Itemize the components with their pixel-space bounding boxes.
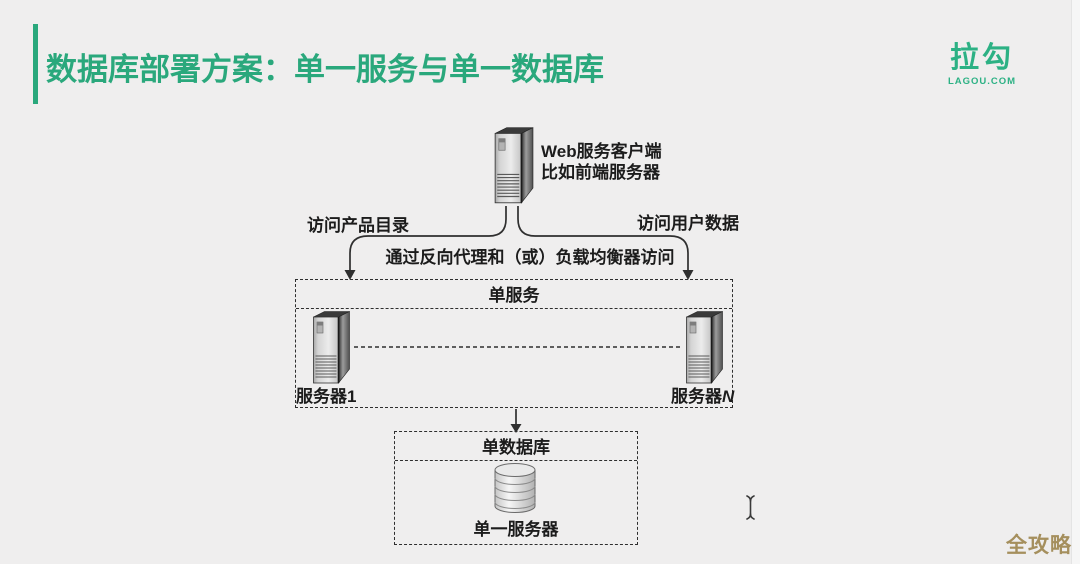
edge-label-product-catalog: 访问产品目录 xyxy=(307,216,409,235)
single-service-box-title: 单服务 xyxy=(296,280,732,309)
server-1-label: 服务器1 xyxy=(296,382,356,407)
server-1-label-prefix: 服务器 xyxy=(296,387,347,406)
single-database-box-title: 单数据库 xyxy=(395,432,637,461)
server-n-label-prefix: 服务器 xyxy=(671,387,722,406)
database-server-label: 单一服务器 xyxy=(473,520,559,539)
lagou-logo: 拉勾 LAGOU.COM xyxy=(941,42,1023,87)
web-client-label-line1: Web服务客户端 xyxy=(541,142,662,161)
single-service-box: 单服务 xyxy=(295,279,733,408)
web-client-label-line2: 比如前端服务器 xyxy=(541,163,660,182)
watermark: 全攻略 xyxy=(1006,534,1072,557)
server-1-label-suffix: 1 xyxy=(347,387,357,406)
logo-caption: LAGOU.COM xyxy=(947,76,1017,87)
server-n-label: 服务器N xyxy=(671,382,734,407)
web-client-label: Web服务客户端 比如前端服务器 xyxy=(541,141,662,183)
edge-label-user-data: 访问用户数据 xyxy=(637,214,739,233)
server-n-tower-icon xyxy=(681,309,726,387)
server-n-label-suffix: N xyxy=(722,387,735,406)
web-client-server-tower-icon xyxy=(486,125,540,207)
edge-label-proxy-loadbalancer: 通过反向代理和（或）负载均衡器访问 xyxy=(385,248,675,267)
single-database-box: 单数据库 xyxy=(394,431,638,545)
right-edge-strip xyxy=(1071,0,1080,564)
page-title: 数据库部署方案：单一服务与单一数据库 xyxy=(46,52,604,87)
logo-wordmark: 拉勾 xyxy=(949,42,1014,74)
database-cylinder-icon xyxy=(491,461,539,515)
title-accent-bar xyxy=(33,24,38,104)
text-ibeam-cursor-icon xyxy=(746,495,755,520)
server-1-tower-icon xyxy=(308,309,353,387)
